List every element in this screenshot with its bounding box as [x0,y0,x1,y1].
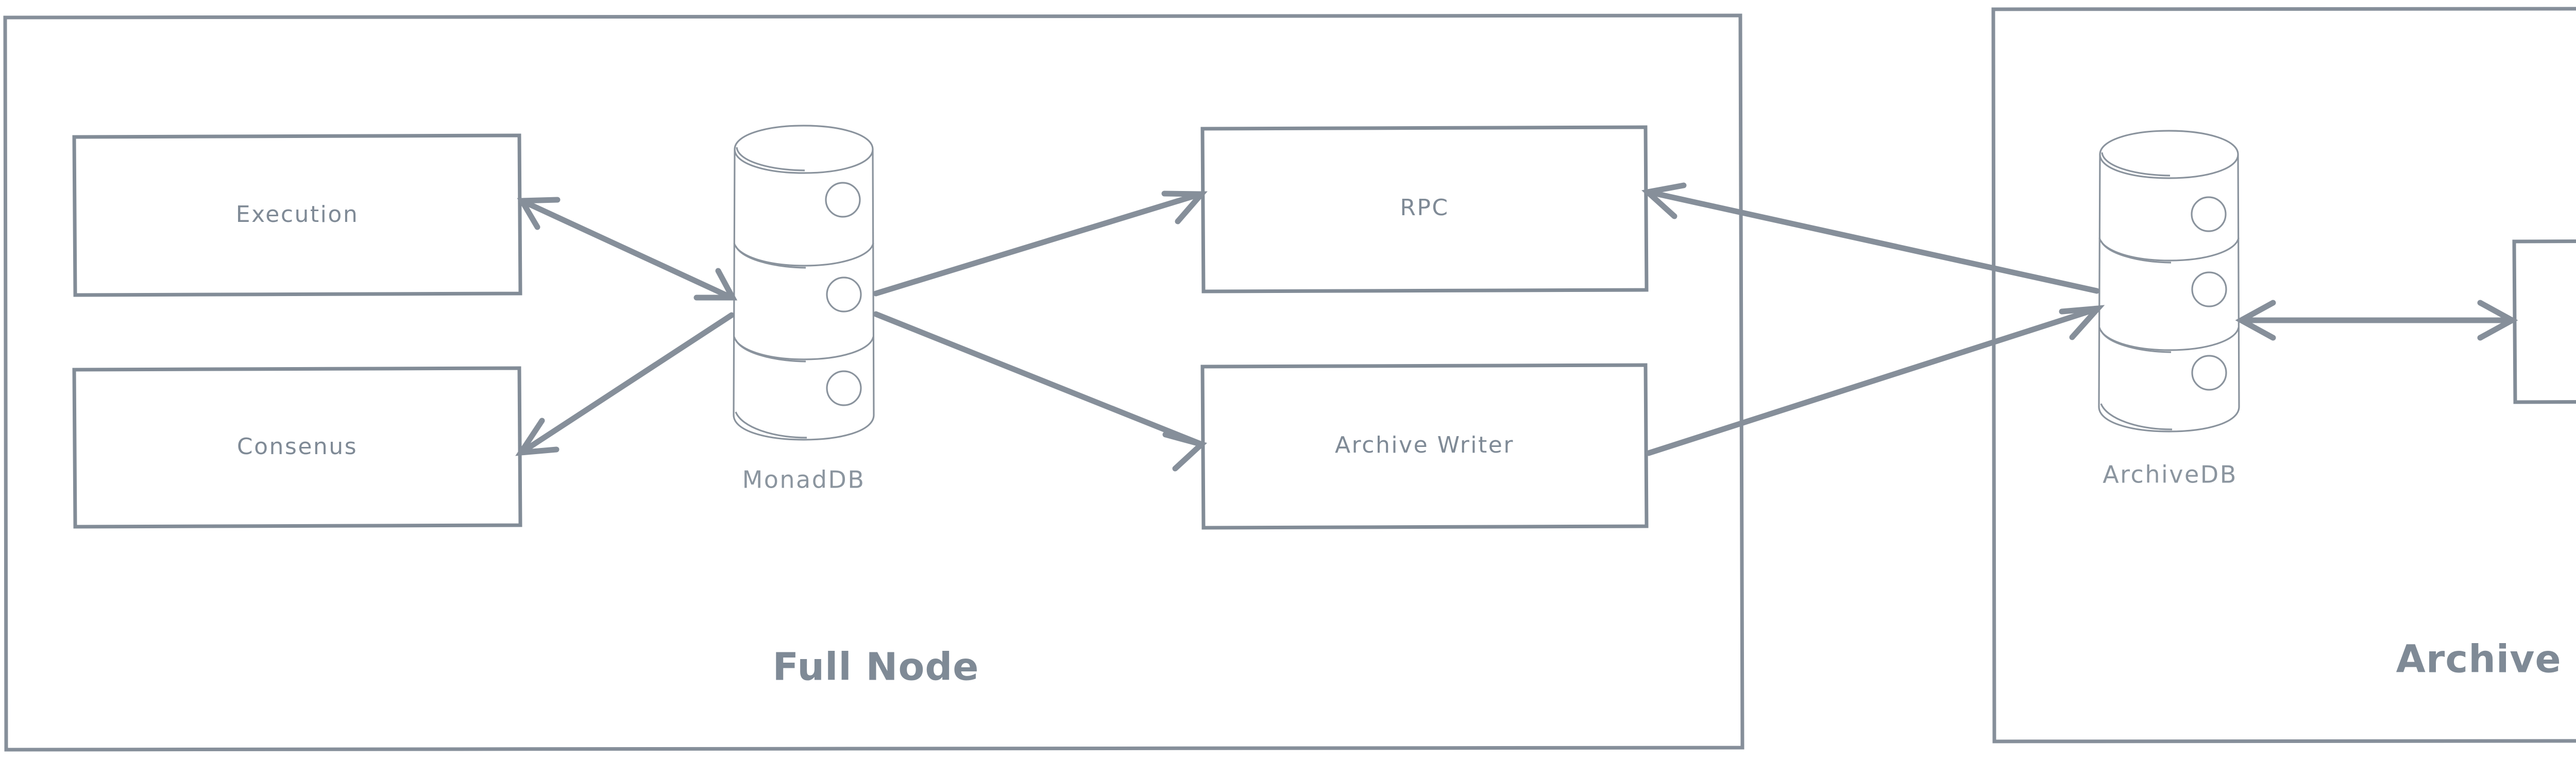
monaddb-indicator-circle-3 [826,370,862,406]
monaddb-body[interactable] [733,125,875,441]
monaddb-indicator-circle-2 [826,276,862,313]
edge-execution-monaddb-head-left [517,197,561,230]
monaddb-indicator-circle-1 [825,182,861,218]
edge-archivedb-rpc-line [1646,189,2100,294]
rpc-box[interactable] [1200,125,1649,293]
rpc-label: RPC [1400,195,1449,221]
archivedb-indicator-circle-1 [2191,196,2227,232]
node-monaddb[interactable]: MonadDB [733,125,875,494]
edge-execution-monaddb [517,197,738,301]
archivedb-label: ArchiveDB [2103,461,2238,489]
consensus-box[interactable] [72,366,522,529]
archive-writer-label: Archive Writer [1335,432,1514,458]
edge-execution-monaddb-head-right [693,268,738,301]
edge-archivedb-rpc [1641,182,2100,294]
monaddb-top-ellipse [734,149,874,174]
edge-monaddb-archive-writer-head [1162,431,1208,472]
node-execution[interactable]: Execution [72,133,522,297]
node-archive-writer[interactable]: Archive Writer [1200,363,1649,530]
edge-monaddb-consensus-line [519,312,735,455]
archivedb-top-ellipse-echo [2101,152,2171,177]
archive-writer-box[interactable] [1200,363,1649,530]
monaddb-label: MonadDB [742,466,866,494]
edge-archivedb-rpc-head [1641,182,1687,219]
edge-monaddb-rpc-line [873,191,1204,297]
archivedb-bottom-echo [2100,403,2173,430]
edge-archive-writer-archivedb [1646,305,2105,456]
edge-archivedb-indexer [2235,300,2518,341]
edge-monaddb-archive-writer-line [873,311,1204,447]
edge-archivedb-indexer-head-left [2235,300,2276,341]
edge-archive-writer-archivedb-head [2059,305,2105,340]
edge-execution-monaddb-line [519,198,735,301]
monaddb-divider-2-echo [735,339,806,362]
consensus-label: Consenus [237,434,358,460]
node-indexer[interactable]: Indexer [2512,239,2576,404]
execution-box[interactable] [72,133,522,297]
archivedb-divider-1-echo [2100,240,2172,264]
archivedb-indicator-circle-3 [2191,355,2227,391]
archive-server-title: Archive Server [2396,637,2576,682]
monaddb-bottom-echo [735,411,807,439]
archivedb-divider-2-echo [2100,330,2172,353]
full-node-title: Full Node [773,645,979,689]
edge-monaddb-rpc [873,191,1208,297]
edge-monaddb-consensus-head [515,418,560,456]
edge-archive-writer-archivedb-line [1646,306,2100,456]
full-node-border [3,13,1744,752]
node-rpc[interactable]: RPC [1200,125,1649,293]
indexer-box[interactable] [2512,239,2576,404]
group-full-node [3,13,1744,752]
monaddb-top-ellipse-echo [736,147,805,171]
edge-monaddb-consensus [515,312,735,456]
group-archive-server [1991,7,2576,743]
archivedb-top-ellipse [2099,154,2239,179]
archive-server-border [1991,7,2576,743]
edge-monaddb-archive-writer [873,311,1208,472]
edge-monaddb-rpc-head [1161,191,1208,224]
monaddb-divider-1-echo [735,246,806,269]
execution-label: Execution [236,201,359,228]
archivedb-indicator-circle-2 [2191,271,2227,307]
node-consensus[interactable]: Consenus [72,366,522,529]
edge-archivedb-indexer-head-right [2477,300,2518,341]
node-archivedb[interactable]: ArchiveDB [2098,130,2240,489]
